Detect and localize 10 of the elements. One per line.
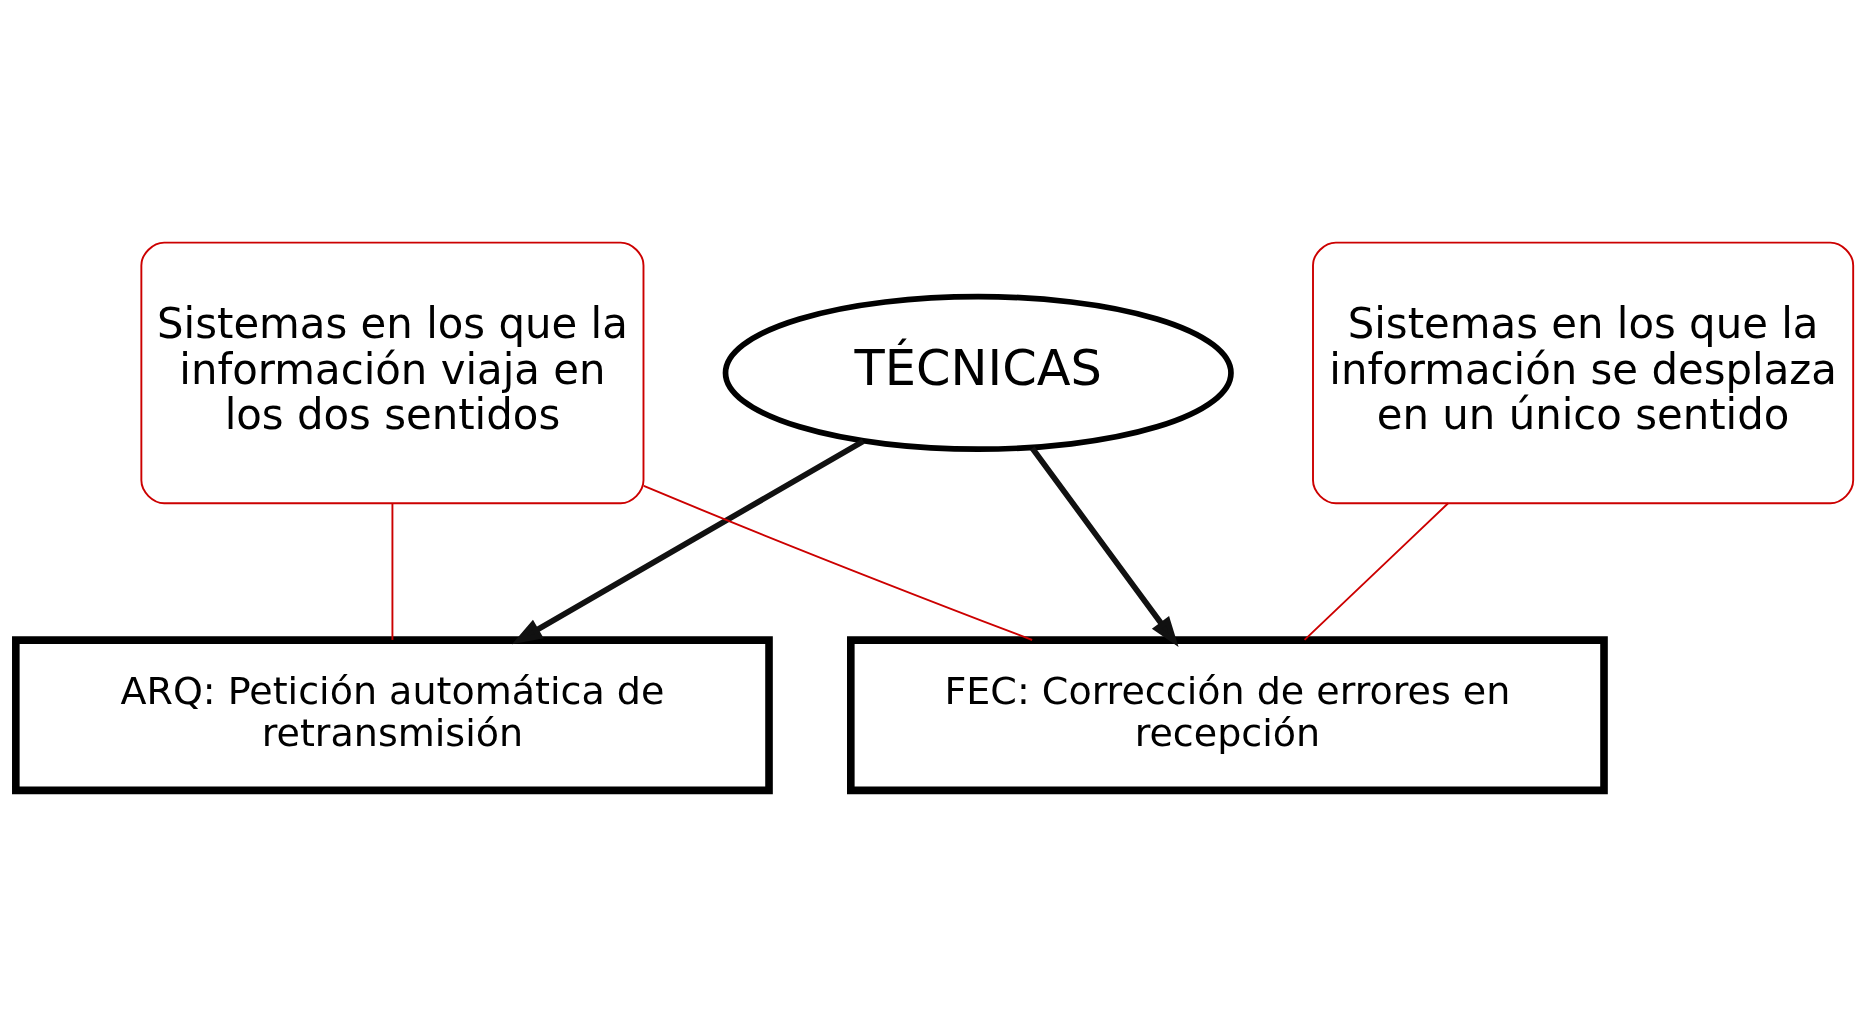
arrow <box>1030 446 1179 647</box>
node-box: Sistemas en los que la información viaja en los dos sentidos <box>140 241 645 504</box>
connector <box>642 484 1034 641</box>
node-box: Sistemas en los que la información se desplaza en un único sentido <box>1312 241 1855 504</box>
arrow <box>511 438 865 644</box>
connector <box>391 501 394 641</box>
node-box: ARQ: Petición automática de retransmisión <box>12 635 773 794</box>
connector <box>1303 501 1450 641</box>
node-box: FEC: Corrección de errores en recepción <box>847 635 1608 794</box>
node-ellipse: TÉCNICAS <box>722 293 1234 452</box>
